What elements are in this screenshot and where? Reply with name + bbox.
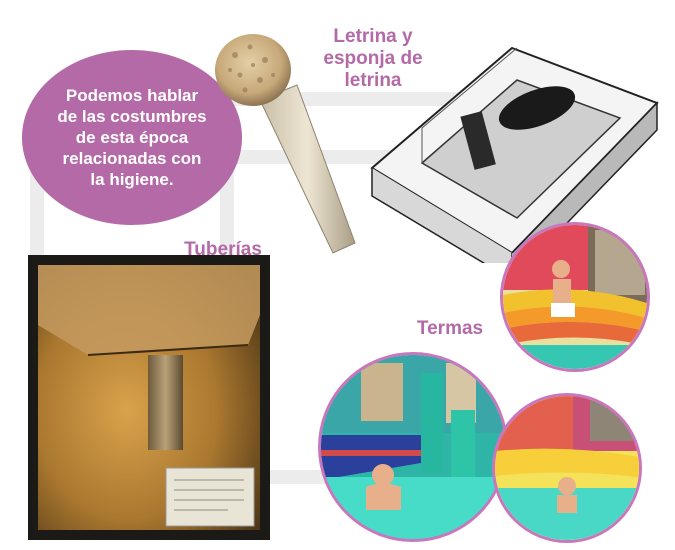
thermae-illustration-right xyxy=(492,393,642,543)
tuberias-label: Tuberías xyxy=(184,239,262,260)
termas-label: Termas xyxy=(416,318,484,339)
info-bubble-text: Podemos hablar de las costumbres de esta… xyxy=(57,86,207,189)
pipe-photo xyxy=(28,255,270,540)
info-bubble: Podemos hablar de las costumbres de esta… xyxy=(22,50,242,225)
thermae-illustration-left xyxy=(318,352,508,542)
latrine-sketch xyxy=(362,18,672,263)
thermae-illustration-top xyxy=(500,222,650,372)
letrina-label: Letrina y esponja de letrina xyxy=(323,26,423,91)
sponge-stick-image xyxy=(205,25,380,260)
